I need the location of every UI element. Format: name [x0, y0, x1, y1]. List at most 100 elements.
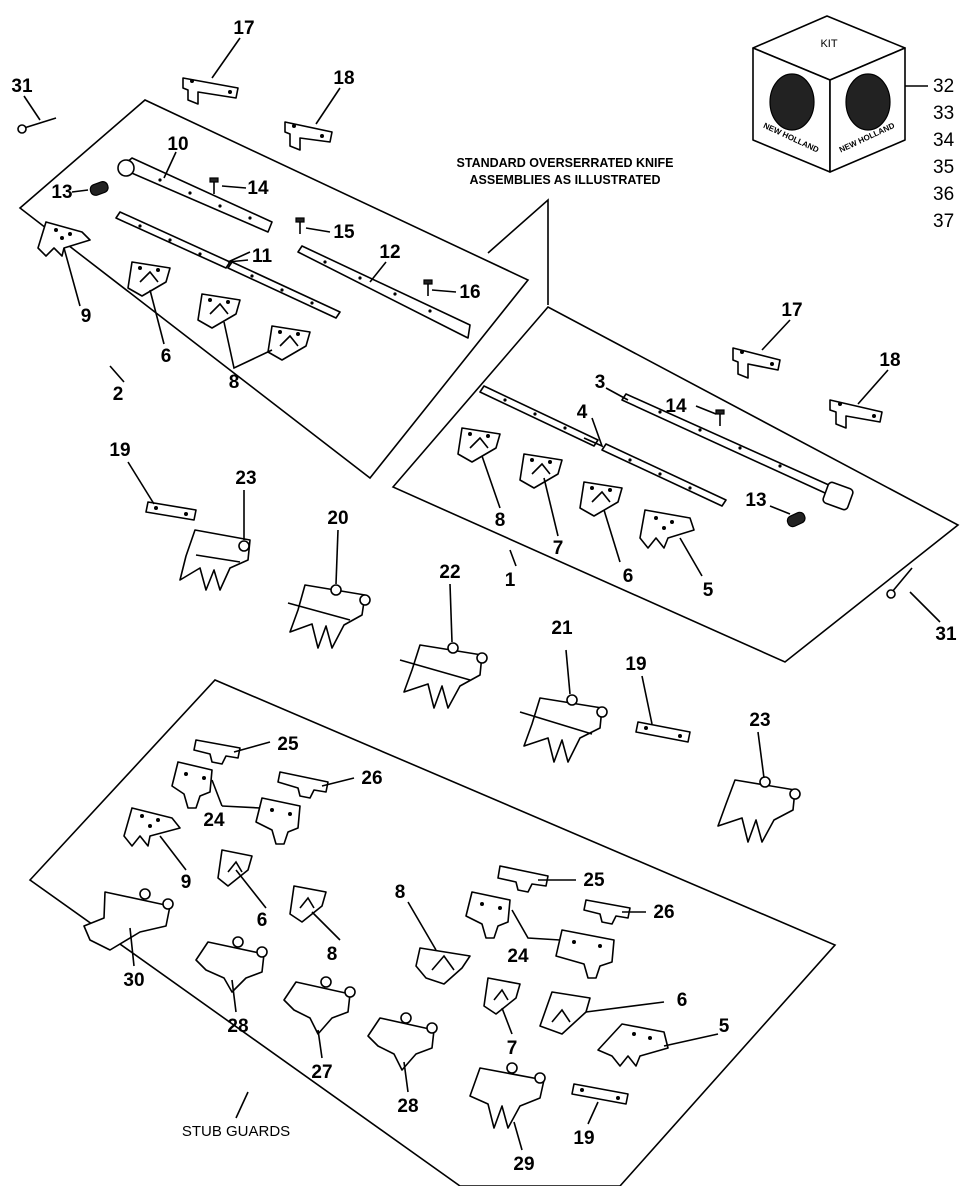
- part-knife-bar-12: [297, 245, 471, 339]
- callout-13-left: 13: [51, 182, 72, 203]
- callout-8-large: 8: [395, 882, 406, 903]
- callout-24-right: 24: [507, 946, 529, 967]
- callout-26-left: 26: [361, 768, 382, 789]
- part-plate-19-b: [635, 721, 691, 743]
- part-knife-section-6-right: [579, 481, 623, 517]
- part-guard-22: [399, 642, 488, 709]
- clip-24-right-connector: [511, 909, 561, 941]
- part-clip-18: [284, 121, 333, 151]
- part-knife-back-10: [117, 157, 273, 233]
- part-knife-bar-4: [601, 443, 727, 507]
- callout-26-right: 26: [653, 902, 674, 923]
- callout-31-left: 31: [11, 76, 33, 97]
- kit-box: KIT NEW HOLLAND NEW HOLLAND 32 33 34 35 …: [752, 15, 955, 232]
- kit-number-36: 36: [933, 184, 954, 205]
- callout-2: 2: [113, 384, 124, 405]
- callout-9-bottom: 9: [181, 872, 192, 893]
- part-rivet-14-left: [209, 177, 219, 194]
- callout-19-middle: 19: [625, 654, 646, 675]
- callout-22: 22: [439, 562, 460, 583]
- callout-4: 4: [577, 402, 588, 423]
- part-knife-section-6-bottom-right: [539, 991, 591, 1035]
- part-guard-21: [519, 694, 608, 763]
- callout-25-right: 25: [583, 870, 605, 891]
- part-knife-bar-11a: [115, 211, 231, 269]
- part-guard-23-top: [179, 529, 251, 591]
- callout-21: 21: [551, 618, 573, 639]
- kit-number-37: 37: [933, 211, 954, 232]
- new-holland-logo-right: [845, 73, 891, 131]
- callout-9-top: 9: [81, 306, 92, 327]
- callout-19-bottom: 19: [573, 1128, 594, 1149]
- standard-note-line1: STANDARD OVERSERRATED KNIFE: [457, 156, 674, 170]
- clip-24-left-connector: [211, 779, 223, 807]
- callout-30: 30: [123, 970, 144, 991]
- part-knife-section-6-top: [127, 261, 171, 297]
- part-guard-23-right: [717, 776, 801, 843]
- callout-23-top: 23: [235, 468, 256, 489]
- callout-23-right: 23: [749, 710, 770, 731]
- callout-20: 20: [327, 508, 348, 529]
- part-guard-20: [287, 584, 371, 649]
- callout-18-right: 18: [879, 350, 900, 371]
- part-plate-19-a: [145, 501, 197, 521]
- knife-assembly-1-panel: [391, 305, 960, 663]
- standard-note-line2: ASSEMBLIES AS ILLUSTRATED: [470, 173, 661, 187]
- part-knife-section-7-right: [519, 453, 563, 489]
- part-hold-down-clip-17: [182, 77, 239, 105]
- part-rivet-14-right: [715, 409, 725, 426]
- callout-14-right: 14: [665, 396, 687, 417]
- callout-8-right: 8: [495, 510, 506, 531]
- part-stub-guard-28-right: [367, 1012, 438, 1071]
- part-knife-section-9-top: [37, 221, 91, 257]
- kit-number-35: 35: [933, 157, 954, 178]
- leader-lines: [23, 37, 941, 1151]
- callout-5-bottom: 5: [719, 1016, 730, 1037]
- part-rivet-15: [295, 217, 305, 234]
- kit-number-32: 32: [933, 76, 954, 97]
- part-pin-13-right: [786, 511, 806, 528]
- callout-18-top: 18: [333, 68, 354, 89]
- callout-10: 10: [167, 134, 188, 155]
- callout-16: 16: [459, 282, 480, 303]
- part-knife-section-9-bottom: [123, 807, 181, 847]
- part-knife-section-5-bottom-right: [597, 1023, 669, 1067]
- callout-25-left: 25: [277, 734, 299, 755]
- part-clip-18-right: [829, 399, 883, 429]
- part-knife-section-5-right: [639, 509, 695, 549]
- part-stub-guard-28-left: [195, 936, 268, 993]
- callout-17-top: 17: [233, 18, 254, 39]
- part-guard-29: [469, 1062, 546, 1129]
- callout-12: 12: [379, 242, 400, 263]
- part-rivet-16: [423, 279, 433, 296]
- part-knife-section-7-bottom: [483, 977, 521, 1015]
- stub-guards-leader: [235, 1091, 249, 1119]
- callout-28-right: 28: [397, 1096, 418, 1117]
- callout-17-right: 17: [781, 300, 802, 321]
- part-knife-section-8-large: [415, 947, 471, 985]
- stub-guards-label: STUB GUARDS: [182, 1123, 290, 1140]
- callout-15: 15: [333, 222, 355, 243]
- part-stub-guard-27: [283, 976, 356, 1035]
- callout-24-left: 24: [203, 810, 225, 831]
- part-clip-24-left-a: [171, 761, 213, 809]
- callout-6-bottom-right: 6: [677, 990, 688, 1011]
- callout-6-bottom: 6: [257, 910, 268, 931]
- part-knife-bar-3: [479, 385, 599, 447]
- part-hold-down-25-right: [497, 865, 549, 893]
- part-pin-13-left: [89, 181, 109, 196]
- kit-number-34: 34: [933, 130, 955, 151]
- part-clip-24-left-b: [255, 797, 301, 845]
- callout-14-left: 14: [247, 178, 269, 199]
- callout-13-right: 13: [745, 490, 766, 511]
- part-hold-down-25-left: [193, 739, 241, 765]
- part-knife-back-right: [621, 393, 854, 511]
- kit-label: KIT: [820, 38, 837, 50]
- part-hold-down-26-left: [277, 771, 329, 799]
- callout-11: 11: [252, 246, 273, 267]
- part-knife-section-6-bottom: [217, 849, 253, 887]
- part-plate-19-c: [571, 1083, 629, 1105]
- callout-19-left: 19: [109, 440, 130, 461]
- callout-6-right: 6: [623, 566, 634, 587]
- part-bolt-31-right: [886, 567, 913, 599]
